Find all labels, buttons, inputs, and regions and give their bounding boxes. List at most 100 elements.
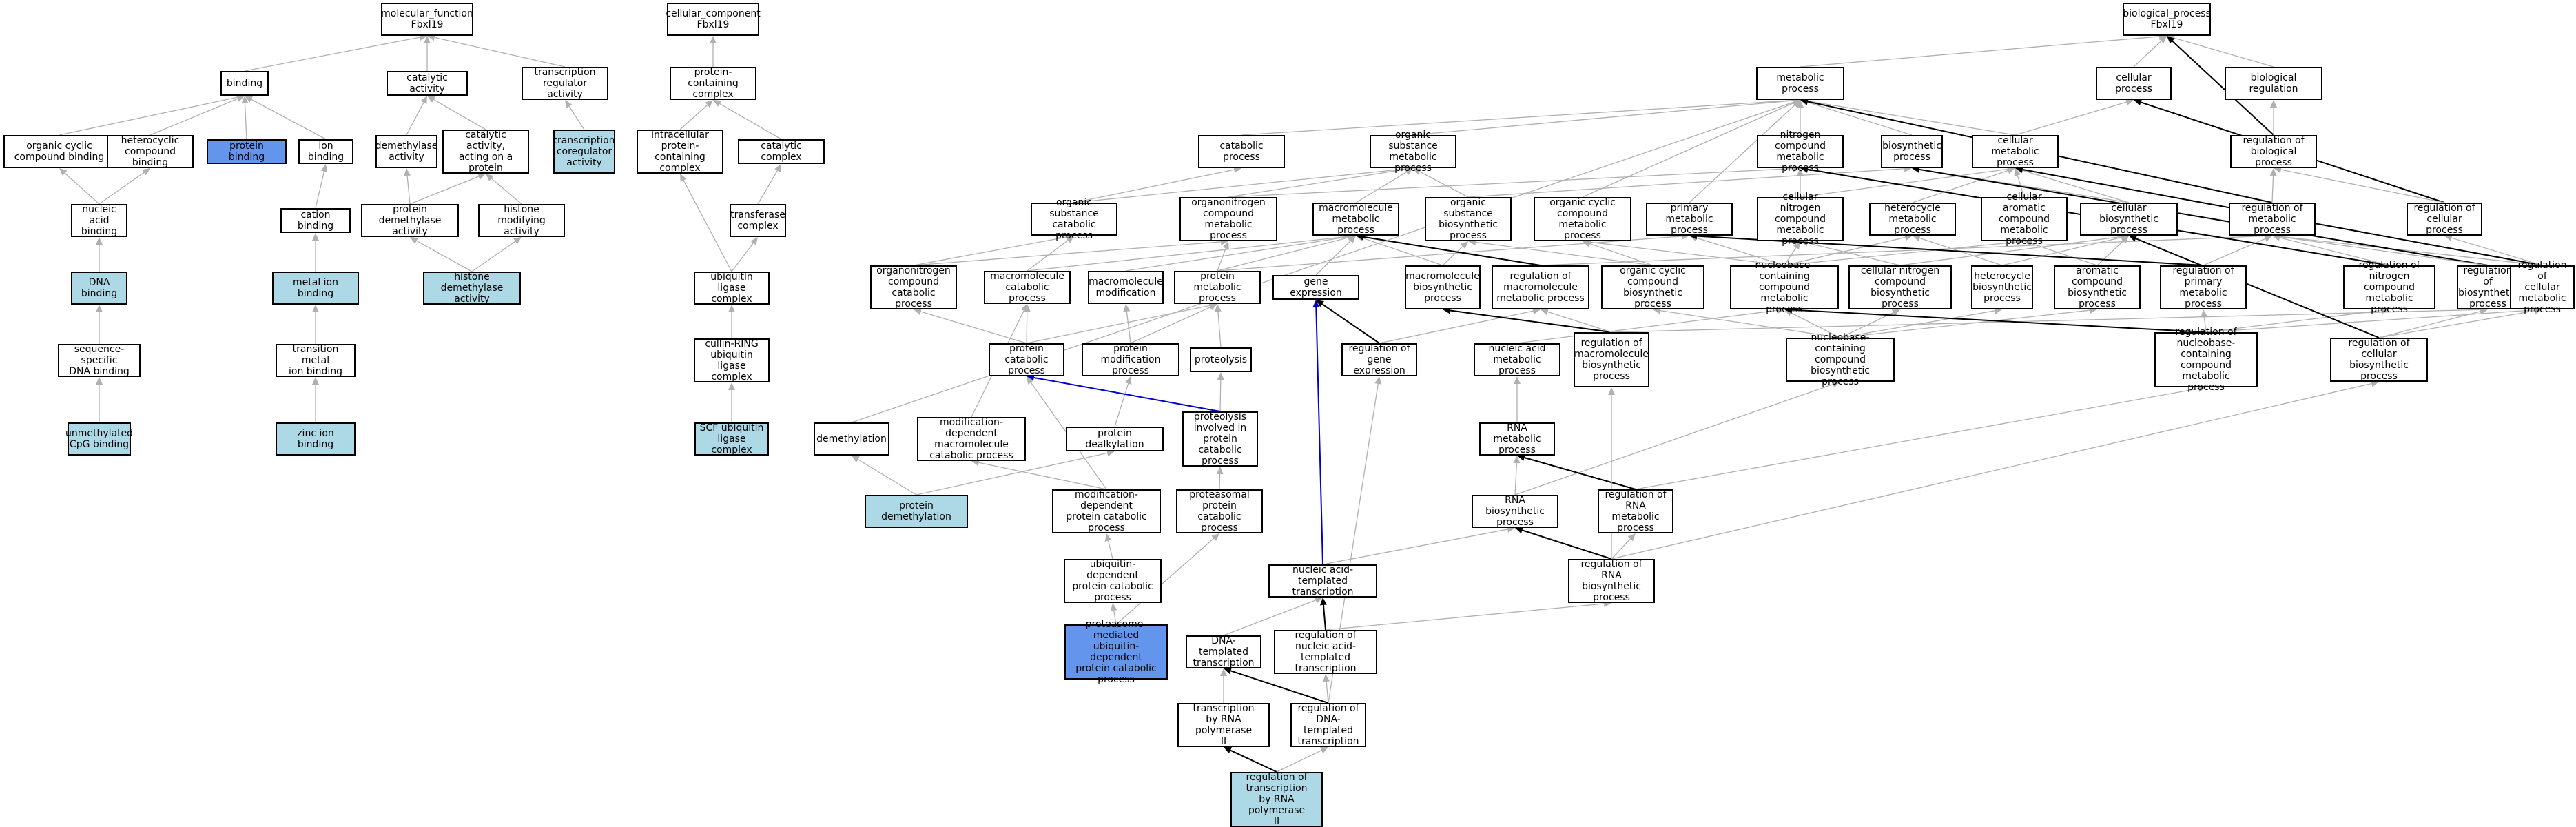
go-term-regcp[interactable]: regulation of cellular process [2407,203,2482,236]
go-term-regncmp[interactable]: regulation of nitrogen compound metaboli… [2343,260,2435,315]
go-term-mbp[interactable]: macromolecule biosynthetic process [1405,265,1481,309]
go-term-pcc[interactable]: protein-containing complex [670,67,756,100]
go-term-protmp[interactable]: protein metabolic process [1174,271,1261,304]
go-term-protmod[interactable]: protein modification process [1082,343,1179,376]
go-term-occbp[interactable]: organic cyclic compound biosynthetic pro… [1601,265,1704,309]
go-term-catprot[interactable]: catalytic activity, acting on a protein [442,130,529,174]
go-term-onccp[interactable]: organonitrogen compound catabolic proces… [870,265,957,309]
go-term-protdem[interactable]: protein demethylase activity [361,204,459,237]
go-term-regrnamp[interactable]: regulation of RNA metabolic process [1598,489,1673,533]
go-term-ocb[interactable]: organic cyclic compound binding [3,135,115,168]
go-term-regnatt[interactable]: regulation of nucleic acid-templated tra… [1274,630,1377,674]
edge-nbcbp-acbp [1840,309,2090,338]
go-term-regtrpol2[interactable]: regulation of transcription by RNA polym… [1230,772,1323,827]
go-term-ncmp[interactable]: nitrogen compound metabolic process [1757,130,1844,174]
go-term-hmp[interactable]: heterocycle metabolic process [1869,203,1956,236]
go-term-osbp[interactable]: organic substance biosynthetic process [1425,197,1512,241]
go-term-pmubdep[interactable]: proteasome-mediated ubiquitin-dependent … [1064,619,1168,685]
go-term-scf[interactable]: SCF ubiquitin ligase complex [694,422,769,456]
go-term-ionbind[interactable]: ion binding [298,139,353,164]
go-term-zinc[interactable]: zinc ion binding [276,422,356,456]
go-term-rnabp[interactable]: RNA biosynthetic process [1472,495,1558,528]
go-term-mf[interactable]: molecular_function Fbxl19 [381,3,473,36]
go-term-transcomp[interactable]: transferase complex [730,204,786,237]
go-term-regmp[interactable]: regulation of metabolic process [2229,203,2316,236]
go-term-regmmp[interactable]: regulation of macromolecule metabolic pr… [1492,265,1589,309]
go-term-protdemeth[interactable]: protein demethylation [865,495,968,528]
go-term-pmp[interactable]: primary metabolic process [1646,203,1733,236]
go-term-moddepmcp[interactable]: modification-dependent macromolecule cat… [917,417,1026,461]
go-term-demact[interactable]: demethylase activity [375,135,437,168]
go-term-bioreg[interactable]: biological regulation [2225,67,2322,100]
go-term-protbind[interactable]: protein binding [207,139,287,164]
go-term-nbcmp[interactable]: nucleobase-containing compound metabolic… [1730,260,1839,315]
go-term-oncmp[interactable]: organonitrogen compound metabolic proces… [1179,197,1277,241]
go-term-namp[interactable]: nucleic acid metabolic process [1474,343,1560,376]
go-term-cacmp[interactable]: cellular aromatic compound metabolic pro… [1981,192,2068,247]
go-term-protdealk[interactable]: protein dealkylation [1066,427,1164,451]
go-term-mcp[interactable]: macromolecule catabolic process [984,271,1071,304]
go-term-regnbcmp[interactable]: regulation of nucleobase-containing comp… [2154,327,2258,393]
go-term-nab[interactable]: nucleic acid binding [71,204,127,237]
go-term-catproc[interactable]: catabolic process [1198,135,1285,168]
go-term-proteolysis[interactable]: proteolysis [1190,347,1252,372]
go-term-transmetal[interactable]: transition metal ion binding [276,344,356,377]
go-term-cellmet[interactable]: cellular metabolic process [1972,135,2059,168]
go-term-regdnatt[interactable]: regulation of DNA-templated transcriptio… [1290,703,1366,747]
go-term-metalbind[interactable]: metal ion binding [272,272,359,305]
edge-cellmet-metproc [1807,101,2016,136]
go-term-cbp[interactable]: cellular biosynthetic process [2080,203,2178,236]
go-term-cc[interactable]: cellular_component Fbxl19 [666,3,761,36]
go-term-unmeth[interactable]: unmethylated CpG binding [65,422,133,456]
go-term-ipcc[interactable]: intracellular protein-containing complex [637,130,723,174]
go-term-catact[interactable]: catalytic activity [387,71,468,96]
go-term-mmod[interactable]: macromolecule modification [1088,271,1164,304]
go-term-osmp[interactable]: organic substance metabolic process [1370,130,1456,174]
go-term-histmod[interactable]: histone modifying activity [478,204,565,237]
go-term-cncbp[interactable]: cellular nitrogen compound biosynthetic … [1848,265,1952,309]
go-term-regcmp[interactable]: regulation of cellular metabolic process [2510,260,2575,315]
go-term-ubligcomp[interactable]: ubiquitin ligase complex [694,272,770,305]
go-term-cellproc[interactable]: cellular process [2096,67,2172,100]
go-term-oscp[interactable]: organic substance catabolic process [1031,197,1117,241]
go-term-trpol2[interactable]: transcription by RNA polymerase II [1177,703,1270,747]
go-term-metproc[interactable]: metabolic process [1756,67,1844,100]
go-term-protinv[interactable]: proteolysis involved in protein cataboli… [1182,411,1258,467]
go-term-protcat[interactable]: protein catabolic process [989,343,1064,376]
go-term-nbcbp[interactable]: nucleobase-containing compound biosynthe… [1786,332,1895,387]
go-term-acbp[interactable]: aromatic compound biosynthetic process [2054,265,2141,309]
go-term-bp[interactable]: biological_process Fbxl19 [2123,3,2211,36]
go-term-geneexp[interactable]: gene expression [1272,275,1359,300]
go-term-hcb[interactable]: heterocyclic compound binding [107,135,194,168]
go-term-histdem[interactable]: histone demethylase activity [423,272,521,305]
go-term-regcbp[interactable]: regulation of cellular biosynthetic proc… [2330,338,2428,382]
go-term-tcoreg[interactable]: transcription coregulator activity [553,130,615,174]
go-term-ubdep[interactable]: ubiquitin-dependent protein catabolic pr… [1064,559,1162,603]
go-term-rnamp[interactable]: RNA metabolic process [1479,422,1555,456]
arrowhead-regcbp-cbp [2129,235,2138,242]
go-term-proteasomal[interactable]: proteasomal protein catabolic process [1176,489,1263,533]
go-term-cationbind[interactable]: cation binding [280,208,351,233]
go-term-regrnabp[interactable]: regulation of RNA biosynthetic process [1568,559,1655,603]
go-term-binding[interactable]: binding [220,71,269,96]
go-term-moddeppcp[interactable]: modification-dependent protein catabolic… [1052,489,1161,533]
go-term-cncmp[interactable]: cellular nitrogen compound metabolic pro… [1757,192,1844,247]
go-term-seqdna[interactable]: sequence-specific DNA binding [58,344,141,377]
go-term-occmp[interactable]: organic cyclic compound metabolic proces… [1534,197,1631,241]
go-term-regbsp[interactable]: regulation of biosynthetic process [2457,265,2519,309]
go-term-dnatt[interactable]: DNA-templated transcription [1186,635,1261,668]
go-term-dnabind[interactable]: DNA binding [71,272,127,305]
go-term-catcomplex[interactable]: catalytic complex [738,139,825,164]
edge-ipcc-pcc [679,104,708,130]
go-term-demeth[interactable]: demethylation [814,422,889,456]
go-term-reggeneexp[interactable]: regulation of gene expression [1341,343,1417,376]
go-term-regmbp[interactable]: regulation of macromolecule biosynthetic… [1574,332,1649,387]
go-term-cullin[interactable]: cullin-RING ubiquitin ligase complex [694,338,770,382]
go-term-natt[interactable]: nucleic acid-templated transcription [1268,564,1377,598]
go-term-mmp[interactable]: macromolecule metabolic process [1312,203,1399,236]
go-term-biosyn[interactable]: biosynthetic process [1881,135,1943,168]
go-term-regpmp[interactable]: regulation of primary metabolic process [2160,265,2247,309]
go-term-regbp[interactable]: regulation of biological process [2230,135,2317,168]
go-term-treg[interactable]: transcription regulator activity [522,67,608,100]
go-term-hbp[interactable]: heterocycle biosynthetic process [1971,265,2033,309]
